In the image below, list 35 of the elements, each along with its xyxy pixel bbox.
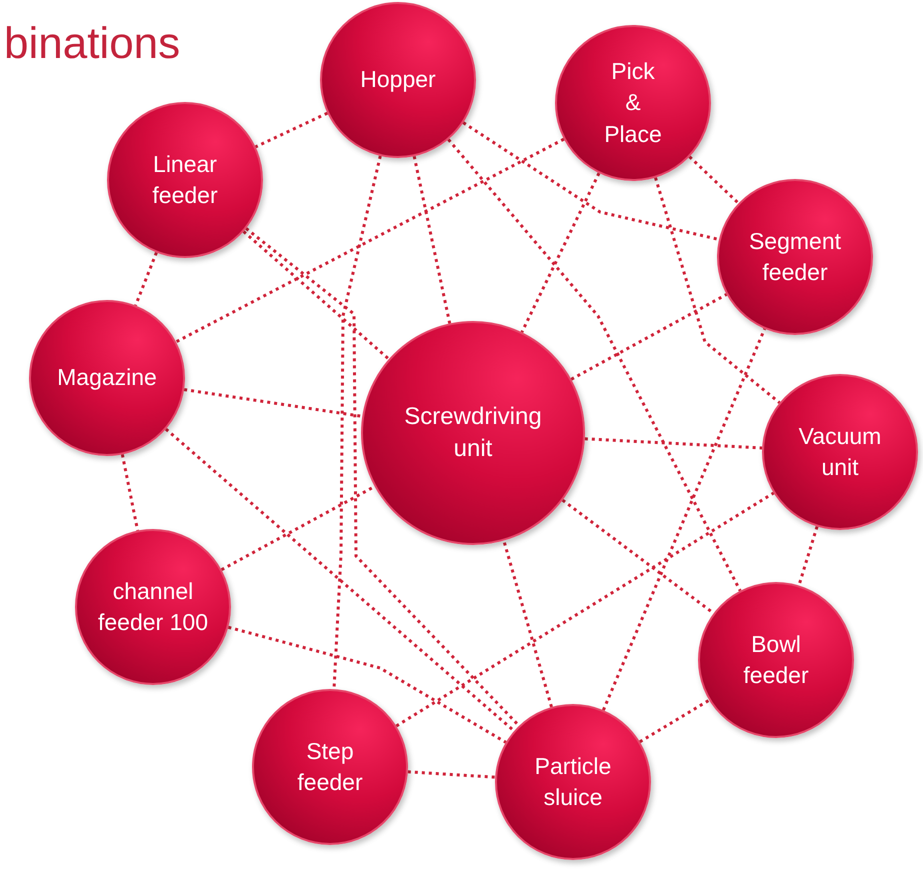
dotted-connector <box>562 498 714 614</box>
node-label: Step feeder <box>296 736 364 797</box>
node-label: Linear feeder <box>151 150 219 210</box>
node-label: Particle sluice <box>534 752 612 812</box>
dotted-connector <box>654 177 780 404</box>
dotted-connector <box>412 156 452 324</box>
dotted-connector <box>134 252 158 306</box>
dotted-connector <box>520 172 600 333</box>
dotted-connector <box>184 388 362 418</box>
dotted-connector <box>584 437 762 450</box>
dotted-connector <box>408 770 496 779</box>
dotted-connector <box>332 156 382 690</box>
node-label: Bowl feeder <box>742 630 810 690</box>
dotted-connector <box>228 626 507 744</box>
node-label: Screwdriving unit <box>403 402 543 464</box>
dotted-connector <box>462 121 720 241</box>
dotted-connector <box>164 428 516 732</box>
node-label: Segment feeder <box>748 226 842 287</box>
dotted-connector <box>639 698 710 744</box>
node-label: channel feeder 100 <box>97 576 209 637</box>
dotted-connector <box>254 112 328 148</box>
dotted-connector <box>570 293 728 381</box>
dotted-connector <box>447 138 742 592</box>
dotted-connector <box>396 492 774 728</box>
dotted-connector <box>602 328 766 711</box>
node-label: Magazine <box>56 363 158 392</box>
dotted-connector <box>502 540 553 708</box>
dotted-connector <box>688 156 740 204</box>
node-label: Hopper <box>359 65 437 94</box>
dotted-connector <box>175 138 565 344</box>
dotted-connector <box>245 227 520 727</box>
heading-text: binations <box>4 22 180 66</box>
node-label: Vacuum unit <box>798 422 882 482</box>
node-label: Pick & Place <box>603 57 663 149</box>
dotted-connector <box>220 485 376 572</box>
